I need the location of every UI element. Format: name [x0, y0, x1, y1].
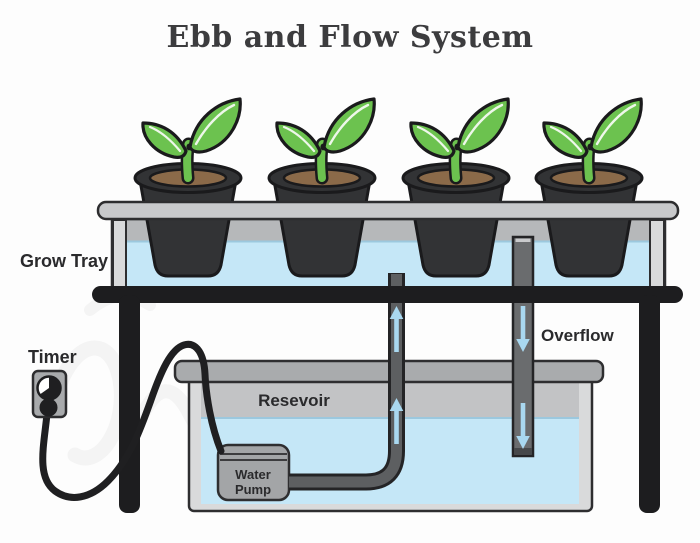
- overflow-top-cap: [515, 238, 531, 242]
- pump-label-line1: Water: [235, 467, 271, 482]
- table-left-leg: [119, 295, 140, 513]
- table-top: [92, 286, 683, 303]
- tray-right-wall: [649, 219, 665, 290]
- pump-lid-seams: [220, 453, 287, 461]
- tray-rim: [96, 200, 680, 221]
- page-title: Ebb and Flow System: [166, 20, 533, 55]
- timer: [31, 369, 68, 419]
- water-pump: Water Pump: [216, 443, 291, 502]
- timer-dial-segment: [39, 376, 61, 400]
- timer-plug-socket: [39, 398, 58, 417]
- grow-tray-label: Grow Tray: [20, 251, 108, 271]
- pump-body: [216, 443, 291, 502]
- fill-tube: [289, 273, 405, 491]
- timer-label: Timer: [28, 347, 77, 367]
- pump-label-line2: Pump: [235, 482, 271, 497]
- fill-tube-pipe: [289, 274, 402, 488]
- overflow-bottom-cap: [514, 448, 532, 455]
- table-right-leg: [639, 295, 660, 513]
- reservoir-label: Resevoir: [258, 391, 330, 410]
- tray-left-wall: [112, 219, 127, 290]
- overflow-label: Overflow: [541, 326, 615, 345]
- timer-cable: [39, 340, 225, 501]
